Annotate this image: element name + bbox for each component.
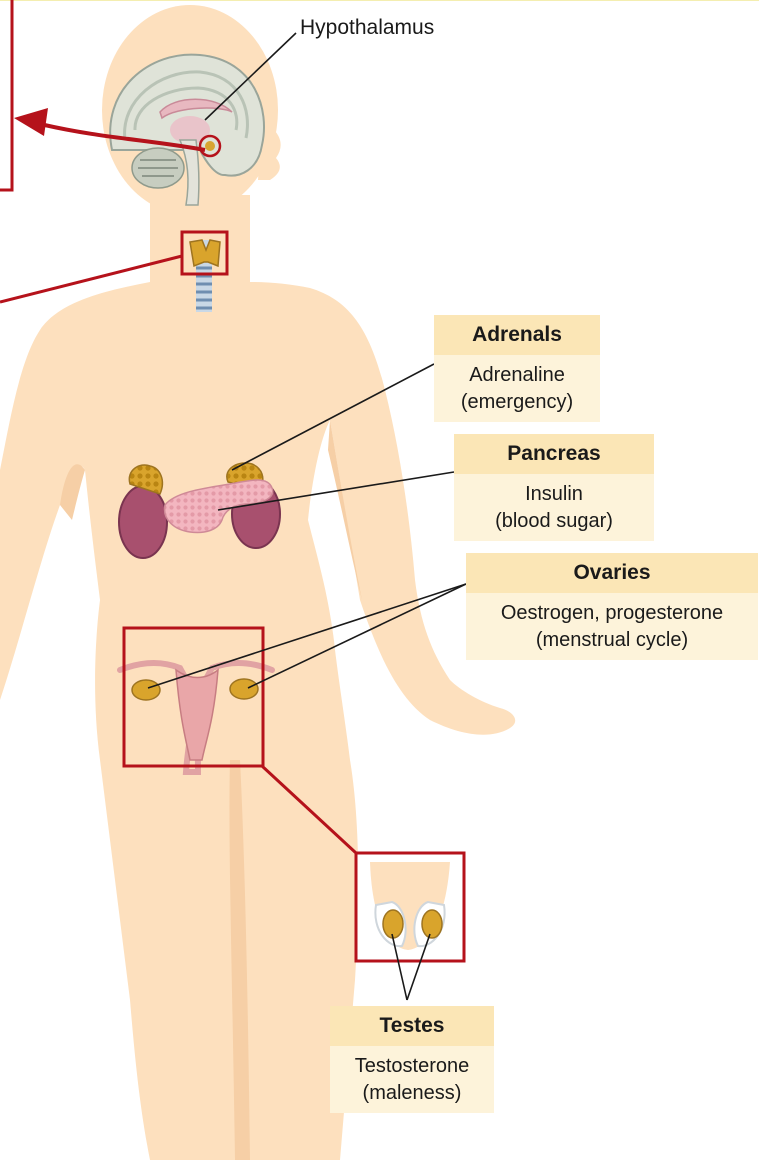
pancreas-hormone: Insulin bbox=[458, 481, 650, 508]
ovaries-hormone: Oestrogen, progesterone bbox=[470, 600, 754, 627]
testes-inset bbox=[356, 853, 464, 961]
adrenals-title: Adrenals bbox=[434, 315, 600, 355]
adrenals-description: Adrenaline (emergency) bbox=[434, 355, 600, 422]
ovaries-role: (menstrual cycle) bbox=[470, 627, 754, 654]
testes-title: Testes bbox=[330, 1006, 494, 1046]
testes-description: Testosterone (maleness) bbox=[330, 1046, 494, 1113]
pancreas-title: Pancreas bbox=[454, 434, 654, 474]
ovaries-label: Ovaries Oestrogen, progesterone (menstru… bbox=[466, 553, 758, 660]
body-silhouette bbox=[0, 5, 515, 1160]
adrenals-hormone: Adrenaline bbox=[438, 362, 596, 389]
testes-hormone: Testosterone bbox=[334, 1053, 490, 1080]
arrow-head-icon bbox=[14, 108, 48, 136]
adrenals-label: Adrenals Adrenaline (emergency) bbox=[434, 315, 600, 422]
pancreas-description: Insulin (blood sugar) bbox=[454, 474, 654, 541]
testes-role: (maleness) bbox=[334, 1080, 490, 1107]
ovaries-description: Oestrogen, progesterone (menstrual cycle… bbox=[466, 593, 758, 660]
pancreas-label: Pancreas Insulin (blood sugar) bbox=[454, 434, 654, 541]
adrenals-role: (emergency) bbox=[438, 389, 596, 416]
testes-label: Testes Testosterone (maleness) bbox=[330, 1006, 494, 1113]
ovaries-title: Ovaries bbox=[466, 553, 758, 593]
pancreas-role: (blood sugar) bbox=[458, 508, 650, 535]
hypothalamus-label: Hypothalamus bbox=[300, 16, 434, 40]
